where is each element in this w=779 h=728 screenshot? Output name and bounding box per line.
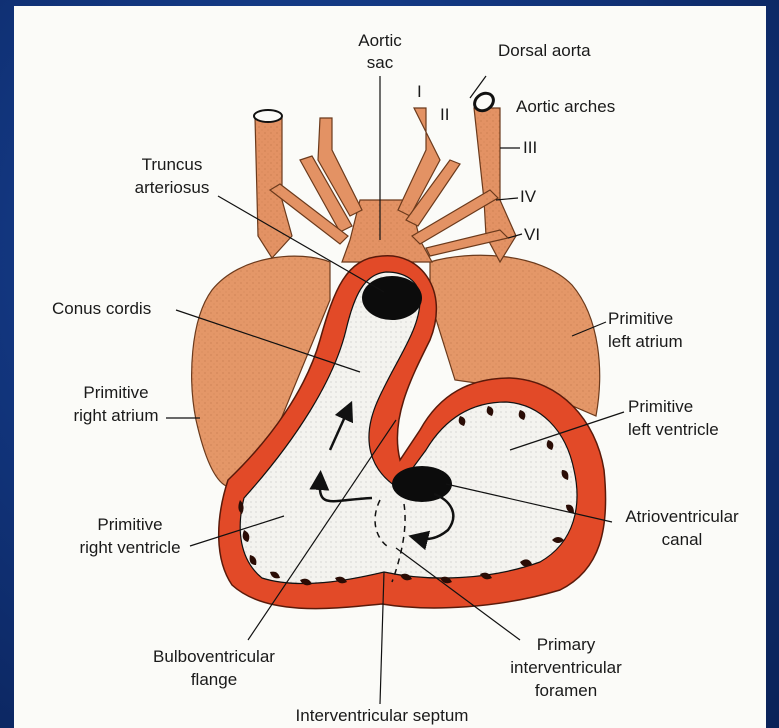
label-prim-right-ventricle-line2: right ventricle: [79, 538, 180, 557]
label-av-canal-line1: Atrioventricular: [625, 507, 739, 526]
label-bulboventricular-line2: flange: [191, 670, 237, 689]
label-truncus-line1: Truncus: [142, 155, 203, 174]
label-prim-right-ventricle-line1: Primitive: [97, 515, 162, 534]
label-aortic-arches: Aortic arches: [516, 97, 615, 116]
label-prim-left-atrium-line2: left atrium: [608, 332, 683, 351]
label-interventricular-septum: Interventricular septum: [296, 706, 469, 725]
label-av-canal-line2: canal: [662, 530, 703, 549]
label-dorsal-aorta: Dorsal aorta: [498, 41, 591, 60]
label-aortic-sac-line1: Aortic: [358, 31, 402, 50]
label-prim-right-atrium-line1: Primitive: [83, 383, 148, 402]
label-prim-left-atrium-line1: Primitive: [608, 309, 673, 328]
label-bulboventricular-line1: Bulboventricular: [153, 647, 275, 666]
label-arch-I: I: [417, 82, 422, 101]
label-aortic-sac-line2: sac: [367, 53, 394, 72]
label-primary-foramen-line3: foramen: [535, 681, 597, 700]
label-prim-left-ventricle-line1: Primitive: [628, 397, 693, 416]
label-truncus-line2: arteriosus: [135, 178, 210, 197]
label-primary-foramen-line1: Primary: [537, 635, 596, 654]
truncus-opening: [362, 276, 422, 320]
label-prim-right-atrium-line2: right atrium: [73, 406, 158, 425]
label-primary-foramen-line2: interventricular: [510, 658, 622, 677]
label-arch-II: II: [440, 105, 449, 124]
left-dorsal-aorta-opening: [254, 110, 282, 122]
label-arch-VI: VI: [524, 225, 540, 244]
label-prim-left-ventricle-line2: left ventricle: [628, 420, 719, 439]
label-arch-IV: IV: [520, 187, 537, 206]
label-conus-cordis: Conus cordis: [52, 299, 151, 318]
label-arch-III: III: [523, 138, 537, 157]
av-canal-opening: [392, 466, 452, 502]
